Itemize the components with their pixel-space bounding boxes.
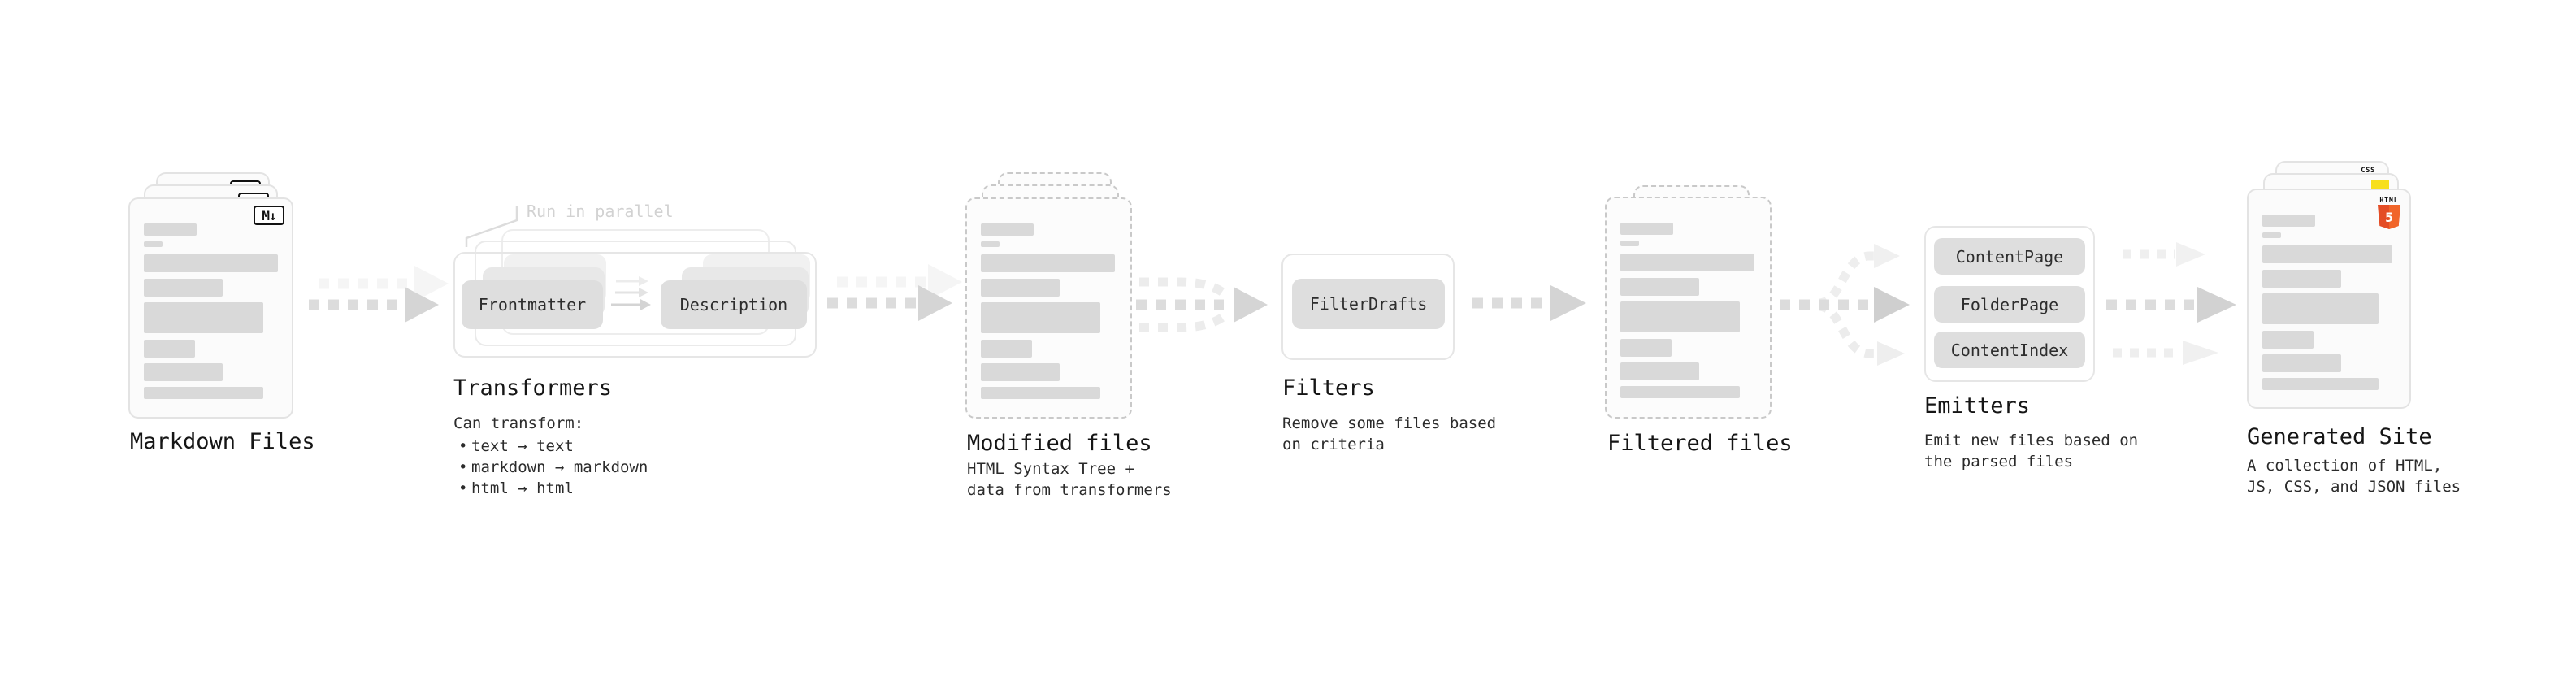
text-placeholder-bar (1620, 386, 1740, 398)
text-placeholder-bar (144, 340, 195, 358)
list-item: markdown → markdown (453, 457, 648, 478)
text-placeholder-bar (144, 254, 278, 272)
description-line: data from transformers (967, 481, 1172, 499)
text-placeholder-bar (981, 340, 1032, 358)
text-placeholder-bar (981, 279, 1060, 297)
description-line: Emit new files based on (1924, 432, 2139, 449)
generated-file-card-html: HTML 5 (2247, 189, 2411, 409)
text-placeholder-bar (1620, 278, 1699, 296)
text-placeholder-bar (144, 387, 263, 399)
modified-files-label: Modified files (967, 431, 1152, 456)
description-line: HTML Syntax Tree + (967, 460, 1134, 478)
description-line: on criteria (1282, 436, 1385, 453)
modified-files-description: HTML Syntax Tree + data from transformer… (967, 458, 1172, 501)
text-placeholder-bar (144, 241, 163, 247)
transformers-description: Can transform: text → text markdown → ma… (453, 413, 648, 499)
text-placeholder-bar (981, 254, 1115, 272)
text-placeholder-bar (981, 302, 1100, 333)
generated-site-label: Generated Site (2247, 424, 2432, 449)
transformers-description-intro: Can transform: (453, 414, 584, 432)
modified-file-card-front (965, 197, 1132, 419)
svg-text:5: 5 (2385, 210, 2393, 225)
text-placeholder-bar (144, 279, 223, 297)
transformers-capability-list: text → text markdown → markdown html → h… (453, 436, 648, 499)
markdown-file-card-front: M↓ (128, 197, 293, 419)
transformer-parallel-arrows (611, 276, 651, 310)
text-placeholder-bar (144, 302, 263, 333)
text-placeholder-bar (1620, 362, 1699, 380)
filtered-file-card-front (1605, 197, 1772, 419)
transformer-frontmatter-box: Frontmatter (462, 280, 603, 329)
text-placeholder-bar (2262, 270, 2341, 288)
transformer-frame-front (453, 252, 817, 358)
arrow-filters-to-filtered (1472, 285, 1586, 321)
text-placeholder-bar (144, 223, 197, 236)
text-placeholder-bar (1620, 301, 1740, 332)
arrow-modified-to-filters (1136, 277, 1268, 332)
arrow-markdown-to-transformers (309, 266, 449, 323)
filters-frame (1281, 254, 1455, 360)
emitters-description: Emit new files based on the parsed files (1924, 430, 2138, 472)
text-placeholder-bar (2262, 378, 2379, 390)
transformer-description-box: Description (661, 280, 807, 329)
filters-description: Remove some files based on criteria (1282, 413, 1496, 455)
emitter-contentindex-box: ContentIndex (1934, 332, 2085, 368)
text-placeholder-bar (2262, 293, 2379, 324)
text-placeholder-bar (2262, 232, 2281, 238)
markdown-icon: M↓ (254, 206, 284, 225)
transformers-label: Transformers (453, 375, 613, 401)
text-placeholder-bar (1620, 241, 1639, 246)
filter-drafts-box: FilterDrafts (1292, 279, 1445, 329)
css-icon-text: CSS (2361, 167, 2375, 175)
emitters-frame (1924, 226, 2095, 382)
list-item: html → html (453, 478, 648, 499)
filters-label: Filters (1282, 375, 1375, 401)
text-placeholder-bar (2262, 245, 2392, 263)
emitter-contentpage-box: ContentPage (1934, 238, 2085, 275)
description-line: the parsed files (1924, 453, 2074, 471)
text-placeholder-bar (981, 363, 1060, 381)
arrow-filtered-to-emitters (1780, 244, 1910, 366)
html5-icon: HTML 5 (2377, 197, 2401, 233)
html5-shield: 5 (2378, 205, 2400, 229)
generated-site-description: A collection of HTML, JS, CSS, and JSON … (2247, 455, 2461, 497)
description-line: A collection of HTML, (2247, 457, 2443, 475)
text-placeholder-bar (2262, 354, 2341, 372)
emitters-label: Emitters (1924, 393, 2031, 419)
annotation-callout-line (465, 206, 518, 247)
html5-icon-text: HTML (2379, 197, 2399, 204)
filtered-files-label: Filtered files (1607, 431, 1793, 456)
text-placeholder-bar (981, 387, 1100, 399)
text-placeholder-bar (1620, 254, 1754, 271)
text-placeholder-bar (144, 363, 223, 381)
markdown-files-label: Markdown Files (130, 429, 315, 454)
description-line: Remove some files based (1282, 414, 1497, 432)
text-placeholder-bar (2262, 215, 2315, 227)
text-placeholder-bar (1620, 339, 1672, 357)
text-placeholder-bar (981, 241, 1000, 247)
text-placeholder-bar (2262, 331, 2314, 349)
arrow-transformers-to-modified (827, 264, 962, 321)
list-item: text → text (453, 436, 648, 457)
run-in-parallel-annotation: Run in parallel (527, 202, 674, 221)
arrow-emitters-to-generated (2106, 242, 2236, 365)
text-placeholder-bar (1620, 223, 1673, 235)
text-placeholder-bar (981, 223, 1034, 236)
description-line: JS, CSS, and JSON files (2247, 478, 2461, 496)
emitter-folderpage-box: FolderPage (1934, 286, 2085, 323)
javascript-icon (2371, 180, 2389, 189)
